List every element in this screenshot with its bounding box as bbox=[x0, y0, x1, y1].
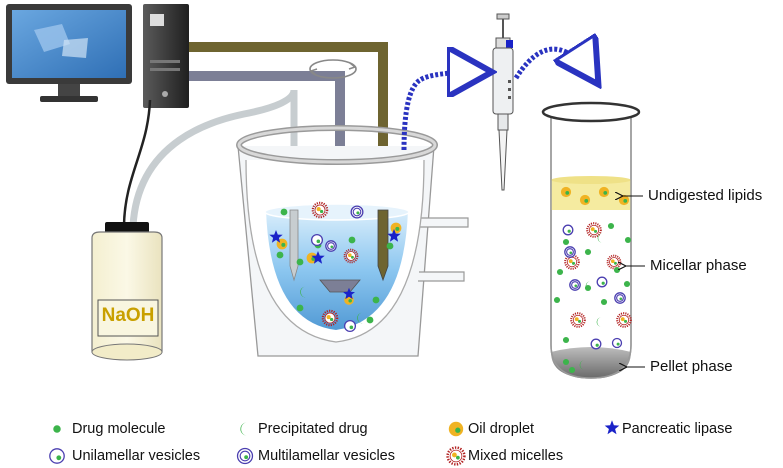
mixed-micelle-icon bbox=[321, 309, 339, 327]
unilamellar-vesicle-icon bbox=[596, 276, 608, 288]
naoh-label: NaOH bbox=[101, 305, 155, 326]
drug-molecule-icon bbox=[584, 284, 592, 292]
mixed-micelle-icon bbox=[570, 312, 586, 328]
blue-star-icon bbox=[343, 287, 355, 300]
drug-molecule-icon bbox=[607, 222, 615, 230]
drug-molecule-icon bbox=[348, 236, 356, 244]
legend-icons bbox=[49, 420, 620, 466]
legend-multilamellar-vesicles: Multilamellar vesicles bbox=[258, 448, 395, 464]
naoh-dispenser-tip bbox=[289, 209, 299, 282]
oil-droplet-icon bbox=[598, 186, 610, 198]
drug-molecule-icon bbox=[623, 280, 631, 288]
multilamellar-vesicle-icon bbox=[350, 205, 364, 219]
drug-molecule-icon bbox=[613, 266, 621, 274]
drug-molecule-icon bbox=[296, 304, 304, 312]
data-cable bbox=[122, 99, 152, 226]
vessel-particles bbox=[269, 201, 402, 333]
unilamellar-vesicle-icon bbox=[590, 338, 602, 350]
multilamellar-vesicle-icon bbox=[236, 447, 254, 465]
legend-oil-droplet: Oil droplet bbox=[468, 421, 535, 437]
legend-mixed-micelles: Mixed micelles bbox=[468, 448, 564, 464]
undigested-lipids-label: Undigested lipids bbox=[648, 187, 763, 204]
drug-molecule-icon bbox=[568, 366, 576, 374]
unilamellar-vesicle-icon bbox=[611, 337, 623, 349]
oil-droplet-icon bbox=[390, 222, 402, 234]
drug-molecule-icon bbox=[53, 425, 61, 433]
mixed-micelle-icon bbox=[343, 248, 359, 264]
mixed-micelle-icon bbox=[446, 446, 466, 466]
centrifuge-tube bbox=[541, 101, 641, 379]
multilamellar-vesicle-icon bbox=[614, 292, 626, 304]
mixed-micelle-icon bbox=[311, 201, 329, 219]
legend-pancreatic-lipase: Pancreatic lipase bbox=[622, 421, 733, 437]
tube-particles bbox=[553, 186, 632, 374]
drug-molecule-icon bbox=[276, 251, 284, 259]
pipette bbox=[492, 13, 514, 191]
reaction-vessel bbox=[236, 125, 469, 357]
drug-molecule-icon bbox=[280, 208, 288, 216]
multilamellar-vesicle-icon bbox=[569, 279, 581, 291]
mixed-micelle-icon bbox=[564, 254, 580, 270]
multilamellar-vesicle-icon bbox=[325, 240, 337, 252]
transfer-arrow-2 bbox=[513, 49, 593, 78]
multilamellar-vesicle-icon bbox=[564, 246, 576, 258]
drug-molecule-icon bbox=[296, 258, 304, 266]
legend-precipitated-drug: Precipitated drug bbox=[258, 421, 368, 437]
undigested-lipid-layer bbox=[551, 180, 631, 210]
blue-star-icon bbox=[311, 251, 325, 264]
drug-molecule-icon bbox=[562, 358, 570, 366]
drug-molecule-icon bbox=[584, 248, 592, 256]
mixed-micelle-icon bbox=[616, 312, 632, 328]
drug-molecule-icon bbox=[366, 316, 374, 324]
transfer-arrow-1 bbox=[401, 72, 482, 151]
micellar-phase-label: Micellar phase bbox=[650, 257, 747, 274]
unilamellar-vesicle-icon bbox=[343, 319, 357, 333]
blue-star-icon bbox=[604, 420, 620, 435]
drug-molecule-icon bbox=[562, 336, 570, 344]
drug-molecule-icon bbox=[372, 296, 380, 304]
monitor bbox=[6, 4, 132, 102]
drug-molecule-icon bbox=[553, 296, 561, 304]
drug-molecule-icon bbox=[556, 268, 564, 276]
blue-star-icon bbox=[387, 229, 401, 242]
pellet-phase-label: Pellet phase bbox=[650, 358, 733, 375]
oil-droplet-icon bbox=[448, 421, 464, 437]
rotation-arrow-icon bbox=[309, 59, 357, 79]
computer-tower bbox=[143, 4, 189, 108]
drug-molecule-icon bbox=[600, 298, 608, 306]
unilamellar-vesicle-icon bbox=[49, 448, 65, 464]
precipitated-drug-icon bbox=[240, 422, 247, 436]
unilamellar-vesicle-icon bbox=[310, 233, 324, 247]
blue-star-icon bbox=[269, 230, 283, 243]
mixed-micelle-icon bbox=[586, 222, 602, 238]
ph-electrode-tip bbox=[377, 209, 389, 282]
drug-molecule-icon bbox=[562, 238, 570, 246]
legend-drug-molecule: Drug molecule bbox=[72, 421, 166, 437]
oil-droplet-icon bbox=[560, 186, 572, 198]
drug-molecule-icon bbox=[624, 236, 632, 244]
naoh-hose bbox=[129, 89, 298, 270]
naoh-bottle bbox=[91, 222, 163, 361]
oil-droplet-icon bbox=[579, 194, 591, 206]
drug-molecule-icon bbox=[386, 242, 394, 250]
unilamellar-vesicle-icon bbox=[562, 224, 574, 236]
legend-unilamellar-vesicles: Unilamellar vesicles bbox=[72, 448, 201, 464]
